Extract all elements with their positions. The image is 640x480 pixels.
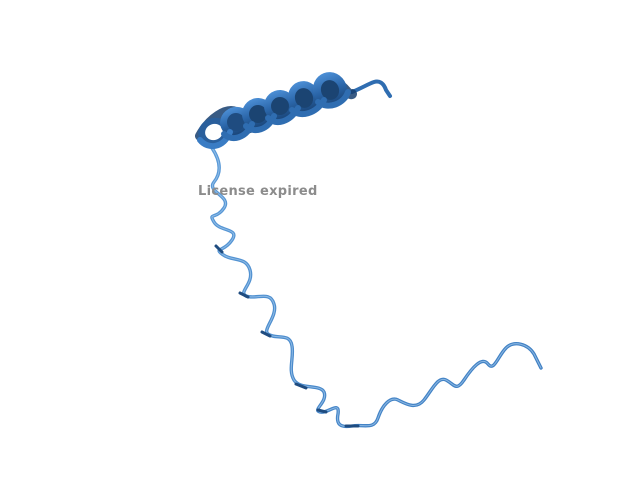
coil-segment bbox=[210, 146, 543, 429]
alpha-helix bbox=[195, 72, 357, 150]
coil-segment-n-terminal bbox=[350, 79, 392, 98]
license-watermark: License expired bbox=[198, 184, 318, 199]
